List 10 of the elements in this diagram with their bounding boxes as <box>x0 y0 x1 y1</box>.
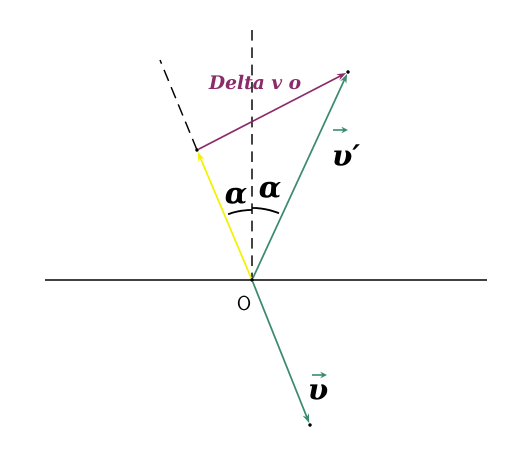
vector-label: υ <box>310 372 328 400</box>
vector-end-point <box>308 423 312 427</box>
vector-label: υ′ <box>333 126 360 166</box>
angle-label: α <box>226 188 247 204</box>
vector-end-point <box>195 148 199 152</box>
point-label: O <box>238 296 250 310</box>
vector-end-point <box>346 70 350 74</box>
angle-label: α <box>260 182 281 198</box>
vector-end-point <box>250 278 254 282</box>
edge-label: Delta v o <box>208 74 300 90</box>
